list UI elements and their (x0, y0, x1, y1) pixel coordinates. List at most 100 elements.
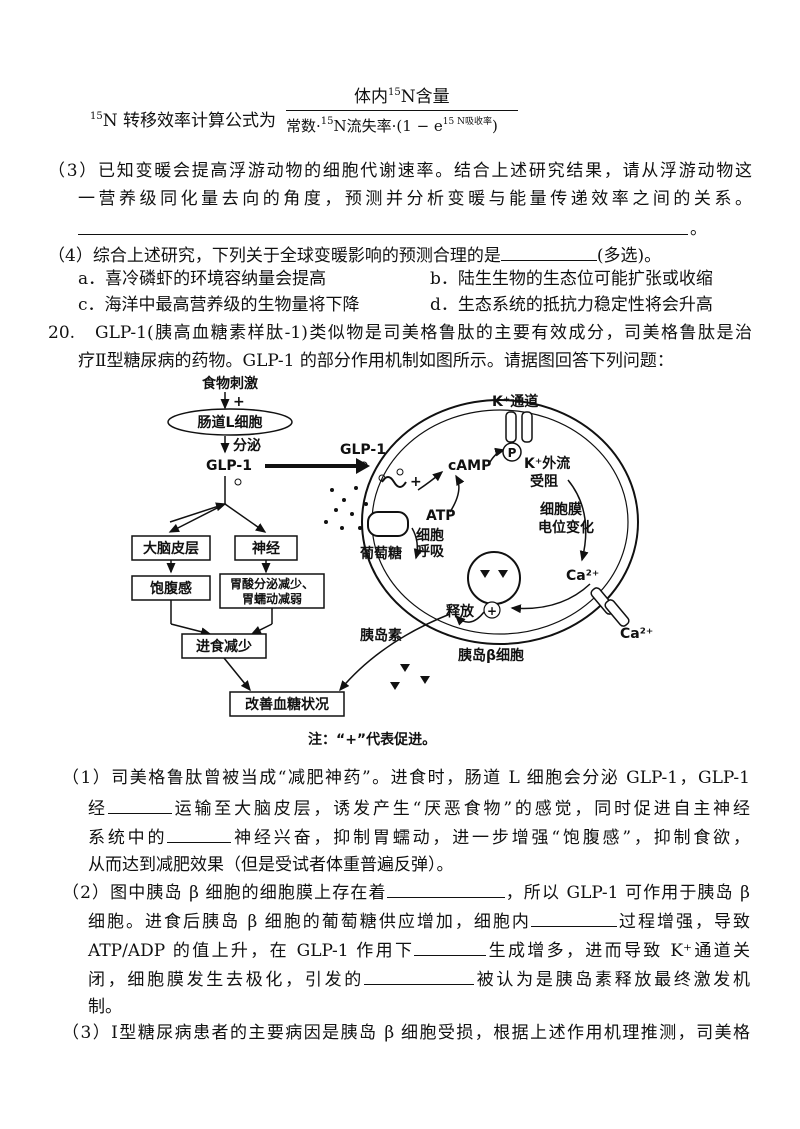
arrow-release (454, 611, 485, 626)
arrow-eatless-to-improve (223, 657, 251, 692)
improve-label: 改善血糖状况 (245, 696, 329, 713)
atp-label: ATP (426, 508, 456, 524)
q3-answer-line[interactable] (78, 234, 688, 235)
arrow-to-cortex (168, 503, 226, 533)
ca-outside-label: Ca²⁺ (620, 626, 653, 642)
insulin-label: 胰岛素 (360, 627, 402, 644)
k-channel-label: K⁺通道 (492, 393, 538, 410)
gastric-box (219, 573, 325, 609)
glp1-top-label: GLP-1 (340, 442, 386, 458)
release-plus-circle (483, 601, 501, 619)
arrow-to-nerve (224, 503, 267, 533)
membrane-label-2: 电位变化 (538, 519, 594, 536)
glucose-transporter (367, 511, 409, 537)
gastric-label-2: 胃蠕动减弱 (242, 591, 302, 606)
arrow-glucose-to-respiration (411, 527, 423, 560)
k-outflow-label-2: 受阻 (530, 473, 558, 490)
phosphate-circle (502, 442, 522, 462)
improve-box (229, 691, 345, 717)
glp1-molecule-small (234, 478, 242, 486)
sub2-line-2: 细胞。进食后胰岛 β 细胞的葡萄糖供应增加，细胞内过程增强，导致 (88, 909, 750, 933)
sub2-line-1: （2）图中胰岛 β 细胞的细胞膜上存在着，所以 GLP-1 可作用于胰岛 β (62, 880, 750, 904)
arrow-receptor-to-camp (417, 471, 444, 491)
gastric-label-1: 胃酸分泌减少、 (230, 576, 314, 591)
beta-cell-outer-membrane (361, 399, 639, 645)
q4-answer-blank[interactable] (500, 243, 597, 261)
q20-intro-line-1: 20. GLP-1(胰高血糖素样肽-1)类似物是司美格鲁肽的主要有效成分，司美格… (48, 323, 752, 343)
q20-intro-line-2: 疗Ⅱ型糖尿病的药物。GLP-1 的部分作用机制如图所示。请据图回答下列问题： (78, 351, 674, 371)
sub3-line-1: （3）Ⅰ型糖尿病患者的主要病因是胰岛 β 细胞受损，根据上述作用机理推测，司美格 (62, 1023, 750, 1043)
diagram-note: 注：“+”代表促进。 (308, 731, 436, 748)
sub2-blank-4[interactable] (364, 967, 474, 985)
sub2-line-5: 制。 (88, 997, 122, 1017)
sub1-line-4: 从而达到减肥效果（但是受试者体重普遍反弹）。 (88, 855, 454, 875)
release-plus-sign: + (487, 604, 497, 618)
l-cell-label: 肠道L细胞 (198, 414, 263, 431)
sub1-blank-1[interactable] (107, 796, 172, 814)
q4-option-a: a．喜冷磷虾的环境容纳量会提高 (78, 269, 327, 289)
cortex-box (131, 535, 211, 561)
arrow-satiety-to-eatless (170, 623, 212, 637)
k-channel-right (521, 411, 533, 443)
q4-option-d: d．生态系统的抵抗力稳定性将会升高 (430, 295, 713, 315)
release-label: 释放 (446, 603, 475, 620)
glucose-dots (324, 486, 372, 530)
glp1-receptor (381, 476, 407, 488)
membrane-label-1: 细胞膜 (540, 501, 582, 518)
arrow-k-to-membrane (567, 479, 589, 562)
eat-less-label: 进食减少 (196, 638, 252, 655)
sub1-blank-2[interactable] (167, 825, 232, 843)
l-cell-shape (167, 408, 293, 436)
camp-label: cAMP (448, 458, 491, 474)
ca-channel-lower (604, 599, 630, 627)
insulin-granule (400, 664, 410, 672)
cortex-label: 大脑皮层 (143, 540, 199, 557)
q3-line-2: 一营养级同化量去向的角度，预测并分析变暖与能量传递效率之间的关系。 (78, 189, 752, 209)
glp1-left-label: GLP-1 (206, 458, 252, 474)
ca-inside-label: Ca²⁺ (566, 568, 599, 584)
arrow-insulin-to-improve (339, 613, 451, 692)
satiety-label: 饱腹感 (150, 580, 192, 597)
insulin-granule (390, 682, 400, 690)
glucose-label: 葡萄糖 (359, 545, 402, 562)
sub2-line-3: ATP/ADP 的值上升，在 GLP-1 作用下生成增多，进而导致 K⁺通道关 (88, 938, 750, 962)
respiration-label-2: 呼吸 (416, 543, 445, 560)
nerve-box (234, 535, 298, 561)
sub1-line-1: （1）司美格鲁肽曾被当成“减肥神药”。进食时，肠道 L 细胞会分泌 GLP-1，… (62, 768, 750, 788)
vesicle-insulin-granule (498, 570, 508, 578)
food-plus-sign: + (233, 394, 245, 410)
arrow-ca-to-vesicle (510, 583, 591, 614)
nerve-label: 神经 (252, 540, 280, 557)
q4-stem: （4）综合上述研究，下列关于全球变暖影响的预测合理的是(多选)。 (48, 243, 661, 267)
respiration-label-1: 细胞 (416, 527, 444, 544)
beta-cell-label: 胰岛β细胞 (458, 647, 524, 664)
sub2-line-4: 闭，细胞膜发生去极化，引发的被认为是胰岛素释放最终激发机 (88, 967, 750, 991)
insulin-granule (420, 676, 430, 684)
vesicle-insulin-granule (480, 570, 490, 578)
receptor-plus-sign: + (410, 474, 422, 490)
k-channel-left (505, 411, 517, 443)
glp1-molecule (396, 468, 404, 476)
secrete-label: 分泌 (233, 437, 261, 454)
sub2-blank-1[interactable] (386, 880, 505, 898)
sub1-line-2: 经运输至大脑皮层，诱发产生“厌恶食物”的感觉，同时促进自主神经 (88, 796, 750, 820)
insulin-vesicle (467, 551, 521, 605)
arrow-gastric-to-eatless (250, 623, 273, 635)
q4-option-c: c．海洋中最高营养级的生物量将下降 (78, 295, 360, 315)
formula-label: 15N 转移效率计算公式为 (90, 111, 277, 131)
glp1-molecule (360, 461, 368, 469)
arrow-glp1-to-cell-head (356, 458, 370, 474)
arrow-camp-to-p (489, 447, 506, 463)
fraction-bar (286, 110, 518, 111)
q4-option-b: b．陆生生物的生态位可能扩张或收缩 (430, 269, 713, 289)
q3-line-1: （3）已知变暖会提高浮游动物的细胞代谢速率。结合上述研究结果，请从浮游动物这 (48, 161, 752, 181)
phosphate-label: P (508, 446, 517, 460)
q3-end-mark: 。 (690, 219, 707, 239)
glp1-mechanism-diagram: 食物刺激 + 肠道L细胞 分泌 GLP-1 大脑皮层 神经 饱腹感 胃酸分泌减少… (131, 375, 653, 748)
arrow-atp-to-camp (449, 474, 465, 513)
sub1-line-3: 系统中的神经兴奋，抑制胃蠕动，进一步增强“饱腹感”，抑制食欲， (88, 825, 750, 849)
formula-numerator: 体内15N含量 (354, 87, 450, 107)
k-outflow-label-1: K⁺外流 (524, 455, 570, 472)
sub2-blank-3[interactable] (414, 938, 487, 956)
sub2-blank-2[interactable] (530, 909, 617, 927)
